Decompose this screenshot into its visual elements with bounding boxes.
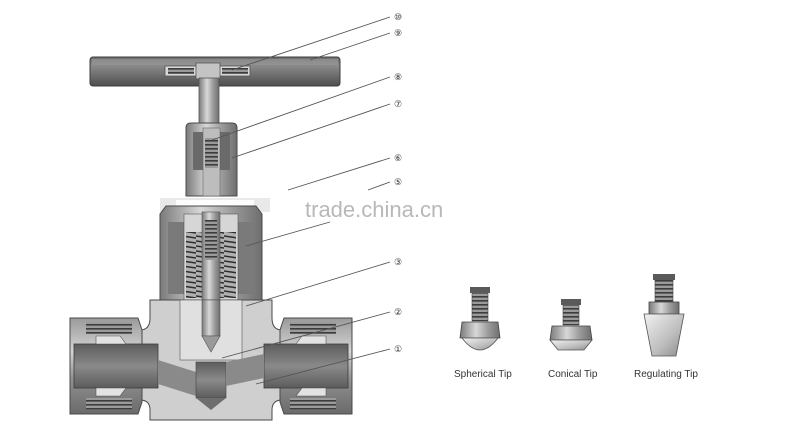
leader-line-5 [367,181,391,191]
leader-line-9 [309,32,391,61]
valve-stem [198,77,220,129]
bonnet-body [159,205,263,305]
callout-7: ⑦ [394,99,402,109]
leader-line-2 [221,311,391,359]
leader-line-1 [255,348,391,385]
leader-line-8 [211,76,391,141]
callout-numbers: ⑩ ⑨ ⑧ ⑦ ⑥ ⑤ ④ ③ ② ① [394,12,402,354]
callout-5: ⑤ [394,177,402,187]
leader-line-7 [231,103,391,159]
callout-10: ⑩ [394,12,402,22]
regulating-tip-label: Regulating Tip [634,369,698,380]
leader-line-6 [287,157,391,191]
callout-6: ⑥ [394,153,402,163]
callout-1: ① [394,344,402,354]
leader-lines [211,16,391,385]
handle-bar [89,56,341,87]
callout-8: ⑧ [394,72,402,82]
callout-3: ③ [394,257,402,267]
leader-line-4 [245,221,331,247]
conical-tip: Conical Tip [548,299,598,380]
bonnet-nut [185,122,238,197]
leader-line-3 [245,261,391,307]
leader-line-10 [231,16,391,71]
spherical-tip-label: Spherical Tip [454,369,512,380]
callout-2: ② [394,307,402,317]
spherical-tip: Spherical Tip [454,287,512,380]
watermark-text: trade.china.cn [305,197,443,222]
regulating-tip: Regulating Tip [634,274,698,380]
callout-9: ⑨ [394,28,402,38]
conical-tip-label: Conical Tip [548,369,598,380]
valve-body [69,299,353,421]
